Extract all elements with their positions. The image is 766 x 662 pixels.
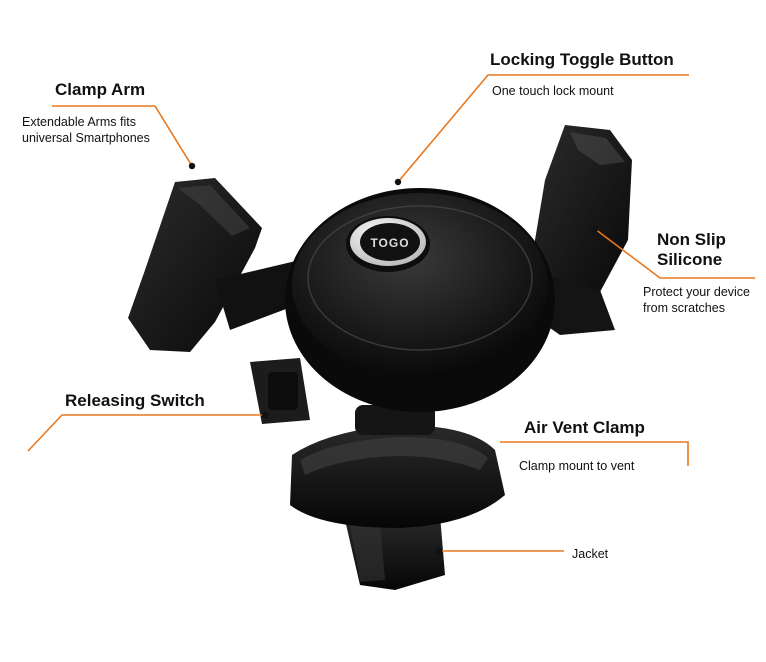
jacket-part: [345, 515, 445, 590]
clamp-arm-desc: Extendable Arms fits universal Smartphon…: [22, 115, 150, 145]
locking-toggle-badge: TOGO: [346, 216, 430, 272]
leader-non-slip: [594, 228, 755, 279]
left-clamp-arm: [128, 178, 310, 352]
leader-clamp-arm: [52, 105, 193, 167]
non-slip-desc: Protect your device from scratches: [643, 285, 750, 315]
dot-clamp-arm: [188, 162, 196, 170]
callout-leaders: [27, 74, 755, 552]
locking-toggle-title: Locking Toggle Button: [490, 50, 674, 69]
brand-badge-text: TOGO: [370, 236, 409, 250]
dot-non-slip: [591, 225, 599, 233]
callout-dots: [188, 162, 599, 555]
air-vent-clamp-desc: Clamp mount to vent: [519, 459, 635, 473]
locking-toggle-desc: One touch lock mount: [492, 84, 614, 98]
right-clamp-arm: [510, 125, 632, 335]
dot-locking-toggle: [394, 178, 402, 186]
dot-jacket: [435, 547, 443, 555]
dot-releasing-switch: [261, 411, 269, 419]
non-slip-title: Non Slip Silicone: [657, 230, 726, 269]
leader-locking-toggle: [397, 74, 689, 183]
clamp-arm-title: Clamp Arm: [55, 80, 146, 99]
air-vent-clamp-title: Air Vent Clamp: [524, 418, 645, 437]
leader-releasing-switch: [27, 414, 262, 452]
main-disc: [285, 188, 555, 412]
air-vent-clamp-part: [290, 405, 505, 528]
jacket-label: Jacket: [572, 547, 609, 561]
releasing-switch-title: Releasing Switch: [65, 391, 205, 410]
releasing-switch-part: [250, 358, 310, 424]
leader-air-vent-clamp: [500, 441, 689, 466]
